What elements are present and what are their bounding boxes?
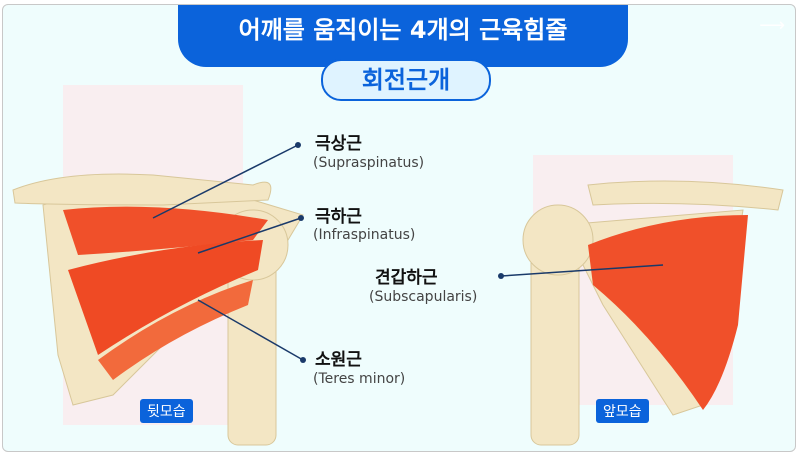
title-banner: 어깨를 움직이는 4개의 근육힘줄 <box>178 5 628 67</box>
clavicle-front <box>587 180 784 211</box>
label-supraspinatus: 극상근 <box>315 134 362 154</box>
label-subscapularis: 견갑하근 <box>375 268 438 288</box>
infographic: 어깨를 움직이는 4개의 근육힘줄 회전근개 ⟶ 극상근 (Supraspina… <box>2 4 796 452</box>
label-supraspinatus-en: (Supraspinatus) <box>313 155 425 171</box>
label-teres-minor: 소원근 <box>315 350 362 370</box>
back-view-badge: 뒷모습 <box>140 399 193 423</box>
subscapularis-muscle <box>588 215 748 410</box>
front-view-badge: 앞모습 <box>596 399 649 423</box>
label-subscapularis-en: (Subscapularis) <box>369 289 478 305</box>
supraspinatus-muscle <box>63 206 268 255</box>
shoulder-illustration <box>12 85 784 446</box>
subtitle-pill: 회전근개 <box>321 59 491 101</box>
label-infraspinatus-en: (Infraspinatus) <box>313 227 416 243</box>
clavicle-back <box>12 173 272 206</box>
teres-minor-muscle <box>98 280 253 380</box>
infraspinatus-muscle <box>68 240 263 355</box>
arrow-right-icon: ⟶ <box>759 15 785 36</box>
label-infraspinatus: 극하근 <box>315 207 362 227</box>
humeral-head-front <box>522 204 594 276</box>
label-teres-minor-en: (Teres minor) <box>313 371 406 387</box>
